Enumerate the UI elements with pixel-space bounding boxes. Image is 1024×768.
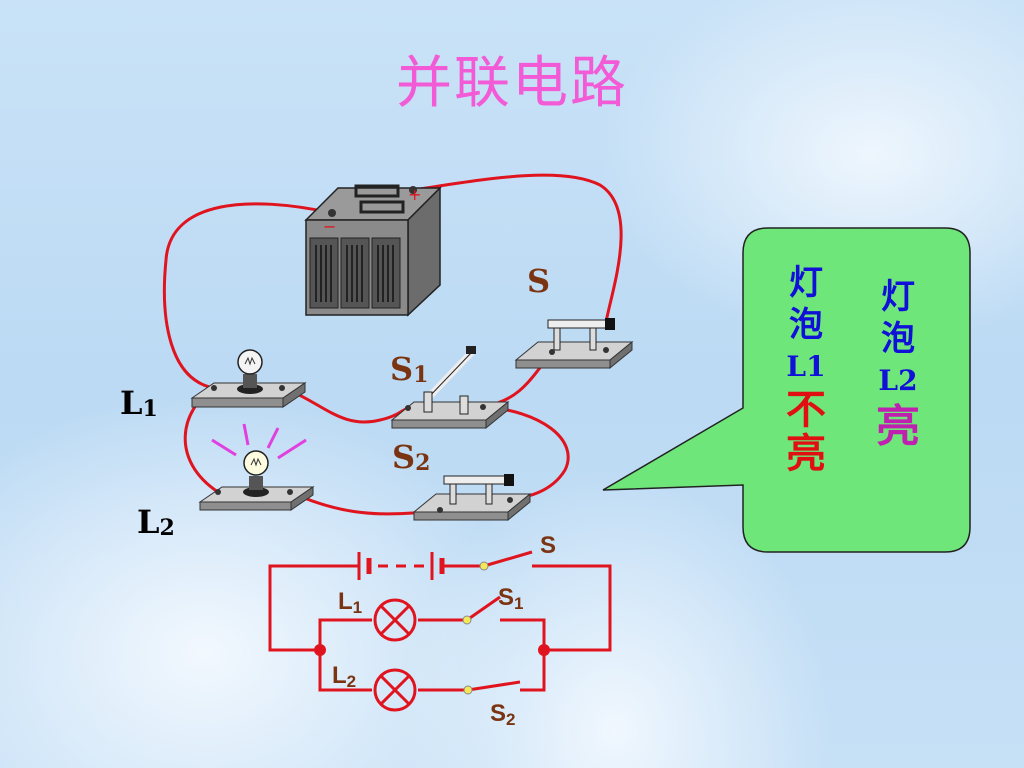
switch-s-label: S: [527, 262, 551, 300]
glow-rays: [211, 423, 307, 460]
bubble-l1-char-1: 灯: [789, 263, 823, 303]
bubble-l1-char-2: 泡: [789, 305, 823, 345]
schematic-lamp-l2: [373, 668, 417, 712]
page-title: 并联电路: [396, 51, 628, 116]
switch-s-board: [514, 318, 634, 370]
lamp-l2-label: L2: [137, 503, 175, 541]
bubble-l2-char-2: 泡: [881, 319, 915, 359]
switch-s2-board: [412, 474, 532, 522]
battery-minus-sign: −: [323, 217, 336, 236]
battery: [304, 184, 442, 317]
bubble-l1-char-4: 亮: [786, 430, 826, 477]
battery-plus-sign: +: [408, 185, 421, 204]
schematic-wires: [268, 550, 612, 692]
schematic-battery-symbol: [357, 552, 445, 580]
switch-s1-board: [390, 346, 510, 430]
schematic-s1-label: S1: [498, 584, 524, 613]
bubble-l2-char-3: 亮: [876, 401, 920, 452]
bubble-l1-lamp-name: L1: [786, 350, 826, 383]
schematic-nodes: [314, 561, 550, 695]
bubble-text-l2: 灯 泡 L2 亮: [876, 276, 920, 452]
schematic-s2-label: S2: [490, 700, 516, 729]
schematic-s-label: S: [540, 532, 557, 559]
bubble-l2-char-1: 灯: [881, 277, 915, 317]
lamp-l2-board: [198, 423, 315, 511]
lamp-l1-label: L1: [120, 384, 158, 422]
bubble-l1-char-3: 不: [786, 386, 826, 433]
lamp-l1-board: [190, 349, 307, 408]
schematic-l2-label: L2: [332, 662, 357, 691]
bubble-text-l1: 灯 泡 L1 不 亮: [786, 262, 826, 476]
speech-bubble: [602, 227, 971, 553]
schematic-l1-label: L1: [338, 588, 363, 617]
bubble-l2-lamp-name: L2: [878, 364, 918, 397]
switch-s1-label: S1: [390, 350, 429, 388]
switch-s2-label: S2: [392, 438, 431, 476]
schematic-lamp-l1: [373, 598, 417, 642]
